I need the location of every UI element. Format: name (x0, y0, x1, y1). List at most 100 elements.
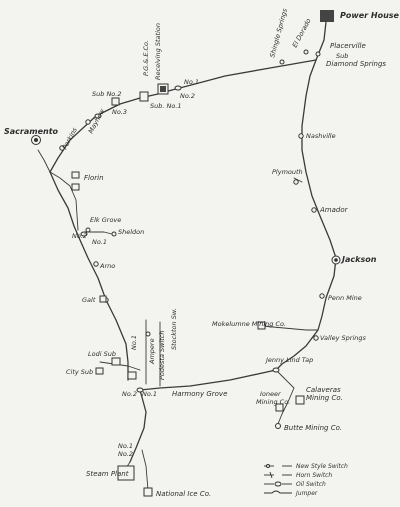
label-sacramento: Sacramento (4, 127, 59, 136)
national-ice-icon (143, 487, 153, 497)
label-power-house: Power House (340, 11, 400, 20)
sub-no2-icon (111, 97, 120, 106)
line-stockton-south (129, 389, 147, 463)
label-podesta-switch: Podesta Switch (158, 331, 166, 381)
shingle-springs-node (279, 59, 285, 65)
label-ioneer: Ioneer (260, 390, 282, 398)
label-no2-bot: No.2 (118, 450, 133, 458)
label-no1-mid: No.1 (92, 238, 107, 246)
label-el-dorado: El Dorado (291, 17, 313, 49)
label-no2-top: No.2 (180, 92, 195, 100)
butte-node (275, 423, 281, 429)
new-style-switch-icon (266, 464, 270, 468)
line-sheldon (83, 231, 113, 235)
label-ioneer-2: Mining Co. (256, 398, 290, 406)
label-calaveras: Calaveras (306, 386, 341, 394)
placerville-node (315, 51, 321, 57)
legend-horn-switch: Horn Switch (296, 472, 332, 479)
label-valley-springs: Valley Springs (320, 334, 367, 342)
label-penn-mine: Penn Mine (328, 294, 362, 302)
label-no1-bot: No.1 (118, 442, 133, 450)
legend: New Style Switch Horn Switch Oil Switch … (264, 463, 348, 497)
legend-jumper: Jumper (295, 490, 318, 497)
amador-node (311, 207, 317, 213)
power-house-icon (320, 10, 334, 22)
label-diamond-springs: Diamond Springs (326, 60, 386, 68)
oil-switch-icon (274, 481, 282, 487)
label-shingle-springs: Shingle Springs (268, 7, 289, 58)
label-nashville: Nashville (306, 132, 336, 140)
line-diamond-receiving (171, 59, 317, 91)
lodi-sub-icon (111, 357, 121, 366)
line-florin-elkgrove (49, 171, 129, 381)
ioneer-icon (275, 403, 284, 412)
line-receiving-sub1 (49, 89, 173, 173)
label-amador: Amador (319, 206, 349, 214)
label-national-ice: National Ice Co. (156, 490, 211, 498)
label-city-sub: City Sub (66, 368, 93, 376)
valley-springs-node (313, 335, 319, 341)
oil-switch (174, 85, 182, 91)
label-plymouth: Plymouth (272, 168, 303, 176)
perkins-node (59, 145, 65, 151)
label-placerville: Placerville (330, 42, 366, 50)
label-receiving-station: Receiving Station (154, 23, 162, 80)
label-sheldon: Sheldon (118, 228, 144, 236)
label-mokelumne: Mokelumne Mining Co. (212, 320, 286, 328)
sub-no1-icon (139, 91, 149, 102)
ampere-node (145, 331, 151, 337)
label-florin: Florin (84, 174, 104, 182)
line-lodi (99, 361, 141, 371)
florin-icon (71, 171, 80, 179)
calaveras-icon (295, 395, 305, 405)
label-jenny-lind-tap: Jenny Lind Tap (264, 356, 313, 364)
line-west-parallel (49, 171, 79, 231)
label-no1-low: No.1 (142, 390, 157, 398)
label-stockton-switch: Stockton Sw. (170, 308, 178, 350)
nashville-node (298, 133, 304, 139)
label-arno: Arno (99, 262, 115, 270)
oil-switch (136, 387, 144, 393)
label-sub-no2: Sub No.2 (92, 90, 121, 98)
label-no1-vert: No.1 (130, 335, 138, 350)
el-dorado-node (303, 49, 309, 55)
label-lodi-sub: Lodi Sub (88, 350, 116, 358)
label-perkins: Perkins (61, 126, 79, 151)
sheldon-node (111, 231, 117, 237)
label-no2-low: No.2 (122, 390, 137, 398)
plymouth-node (293, 179, 299, 185)
line-national-ice (141, 449, 149, 491)
line-east-loop (275, 59, 337, 371)
line-jenny-lind (275, 369, 295, 403)
legend-oil-switch: Oil Switch (296, 481, 326, 488)
label-pge-co: P.G.&.E.Co. (142, 40, 150, 76)
oil-switch (80, 231, 88, 237)
oil-switch (94, 113, 102, 119)
label-ampere: Ampere (148, 338, 156, 365)
legend-new-style-switch: New Style Switch (296, 463, 348, 470)
horn-switch-icon (269, 471, 273, 479)
label-harmony-grove: Harmony Grove (172, 390, 227, 398)
label-steam-plant: Steam Plant (86, 470, 129, 478)
penn-mine-node (319, 293, 325, 299)
steam-plant-icon (117, 465, 135, 481)
line-plymouth (293, 177, 303, 183)
mayhew-node (85, 119, 91, 125)
label-jackson: Jackson (340, 255, 377, 264)
city-sub-icon (95, 367, 104, 375)
line-sacramento (37, 149, 51, 173)
oil-switch (272, 367, 280, 373)
line-mokelumne (261, 325, 319, 331)
label-elk-grove: Elk Grove (90, 216, 121, 224)
label-sub-no1: Sub. No.1 (150, 102, 182, 110)
mokelumne-icon (257, 321, 266, 330)
line-harmony (139, 369, 277, 391)
label-butte: Butte Mining Co. (284, 424, 342, 432)
label-placerville-sub: Sub (336, 52, 348, 60)
label-no1-top: No.1 (184, 78, 199, 86)
arno-node (93, 261, 99, 267)
label-galt: Galt (82, 296, 96, 304)
galt-sub-icon (99, 295, 107, 303)
